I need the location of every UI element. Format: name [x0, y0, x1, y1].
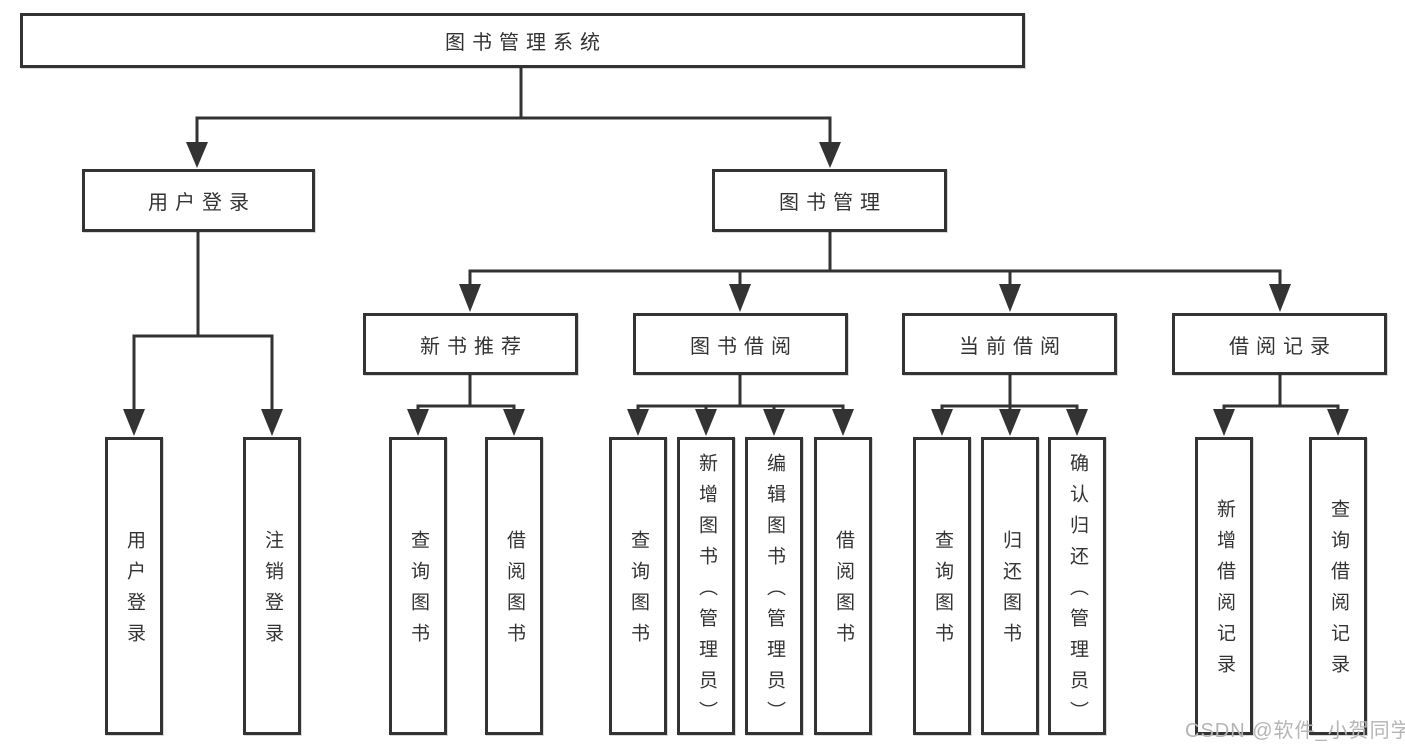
arrowhead — [819, 142, 841, 168]
arrowhead — [123, 409, 145, 436]
node-label: 借阅图书 — [503, 530, 525, 654]
csdn-watermark: CSDN @软件_小贺同学 — [1185, 720, 1405, 742]
node-leaf-add-borrow-record: 新增借阅记录 — [1195, 437, 1253, 735]
node-label: 查询借阅记录 — [1327, 499, 1349, 685]
node-leaf-query-books-current: 查询图书 — [913, 437, 971, 735]
node-label: 借阅图书 — [832, 530, 854, 654]
node-label: 借阅记录 — [1229, 335, 1337, 358]
node-leaf-query-borrow-record: 查询借阅记录 — [1309, 437, 1367, 735]
node-label: 用户登录 — [123, 530, 145, 654]
node-label: 查询图书 — [407, 530, 429, 654]
arrowhead — [763, 409, 785, 436]
arrowhead — [1269, 284, 1291, 312]
node-label: 当前借阅 — [959, 335, 1067, 358]
arrowhead — [1066, 409, 1088, 436]
node-leaf-add-books-admin: 新增图书（管理员） — [677, 437, 735, 735]
arrowhead — [1327, 409, 1349, 436]
node-leaf-logout: 注销登录 — [243, 437, 301, 735]
node-label: 新增借阅记录 — [1213, 499, 1235, 685]
node-label: 新书推荐 — [420, 335, 528, 358]
node-label: 查询图书 — [931, 530, 953, 654]
node-label: 图书借阅 — [690, 335, 798, 358]
node-new-book-recommend: 新书推荐 — [363, 313, 578, 375]
connector-recommend-split — [416, 375, 516, 411]
node-leaf-borrow-books-recommend: 借阅图书 — [485, 437, 543, 735]
arrowhead — [503, 409, 525, 436]
node-label: 归还图书 — [999, 530, 1021, 654]
connector-user-login-split — [132, 232, 274, 410]
connector-current-split — [940, 375, 1079, 411]
node-label: 新增图书（管理员） — [695, 452, 717, 732]
node-leaf-borrow-books-borrowing: 借阅图书 — [814, 437, 872, 735]
connector-root-split — [195, 68, 832, 144]
arrowhead — [729, 284, 751, 312]
arrowhead — [407, 409, 429, 436]
node-book-borrowing: 图书借阅 — [633, 313, 848, 375]
node-leaf-edit-books-admin: 编辑图书（管理员） — [745, 437, 803, 735]
arrowhead — [931, 409, 953, 436]
arrowhead — [695, 409, 717, 436]
node-leaf-query-books-borrowing: 查询图书 — [609, 437, 667, 735]
node-label: 用户登录 — [148, 192, 256, 214]
node-leaf-confirm-return-admin: 确认归还（管理员） — [1048, 437, 1106, 735]
node-user-login: 用户登录 — [82, 169, 315, 232]
arrowhead — [999, 409, 1021, 436]
node-label: 查询图书 — [627, 530, 649, 654]
node-book-management: 图书管理 — [712, 169, 947, 232]
arrowhead — [627, 409, 649, 436]
arrowhead — [832, 409, 854, 436]
connector-book-mgmt-split — [468, 232, 1282, 285]
node-label: 图书管理 — [779, 192, 887, 214]
node-label: 图书管理系统 — [445, 32, 607, 54]
node-label: 确认归还（管理员） — [1066, 452, 1088, 732]
node-label: 注销登录 — [261, 530, 283, 654]
node-root: 图书管理系统 — [20, 13, 1025, 68]
connector-borrowing-split — [636, 375, 845, 411]
connector-records-split — [1222, 375, 1340, 411]
node-leaf-return-books: 归还图书 — [981, 437, 1039, 735]
arrowhead — [459, 284, 481, 312]
arrowhead — [261, 409, 283, 436]
arrowhead — [1213, 409, 1235, 436]
node-current-borrowing: 当前借阅 — [902, 313, 1117, 375]
node-leaf-query-books-recommend: 查询图书 — [389, 437, 447, 735]
arrowhead — [186, 142, 208, 168]
node-leaf-user-login: 用户登录 — [105, 437, 163, 735]
node-borrowing-records: 借阅记录 — [1172, 313, 1387, 375]
arrowhead — [999, 284, 1021, 312]
node-label: 编辑图书（管理员） — [763, 452, 785, 732]
